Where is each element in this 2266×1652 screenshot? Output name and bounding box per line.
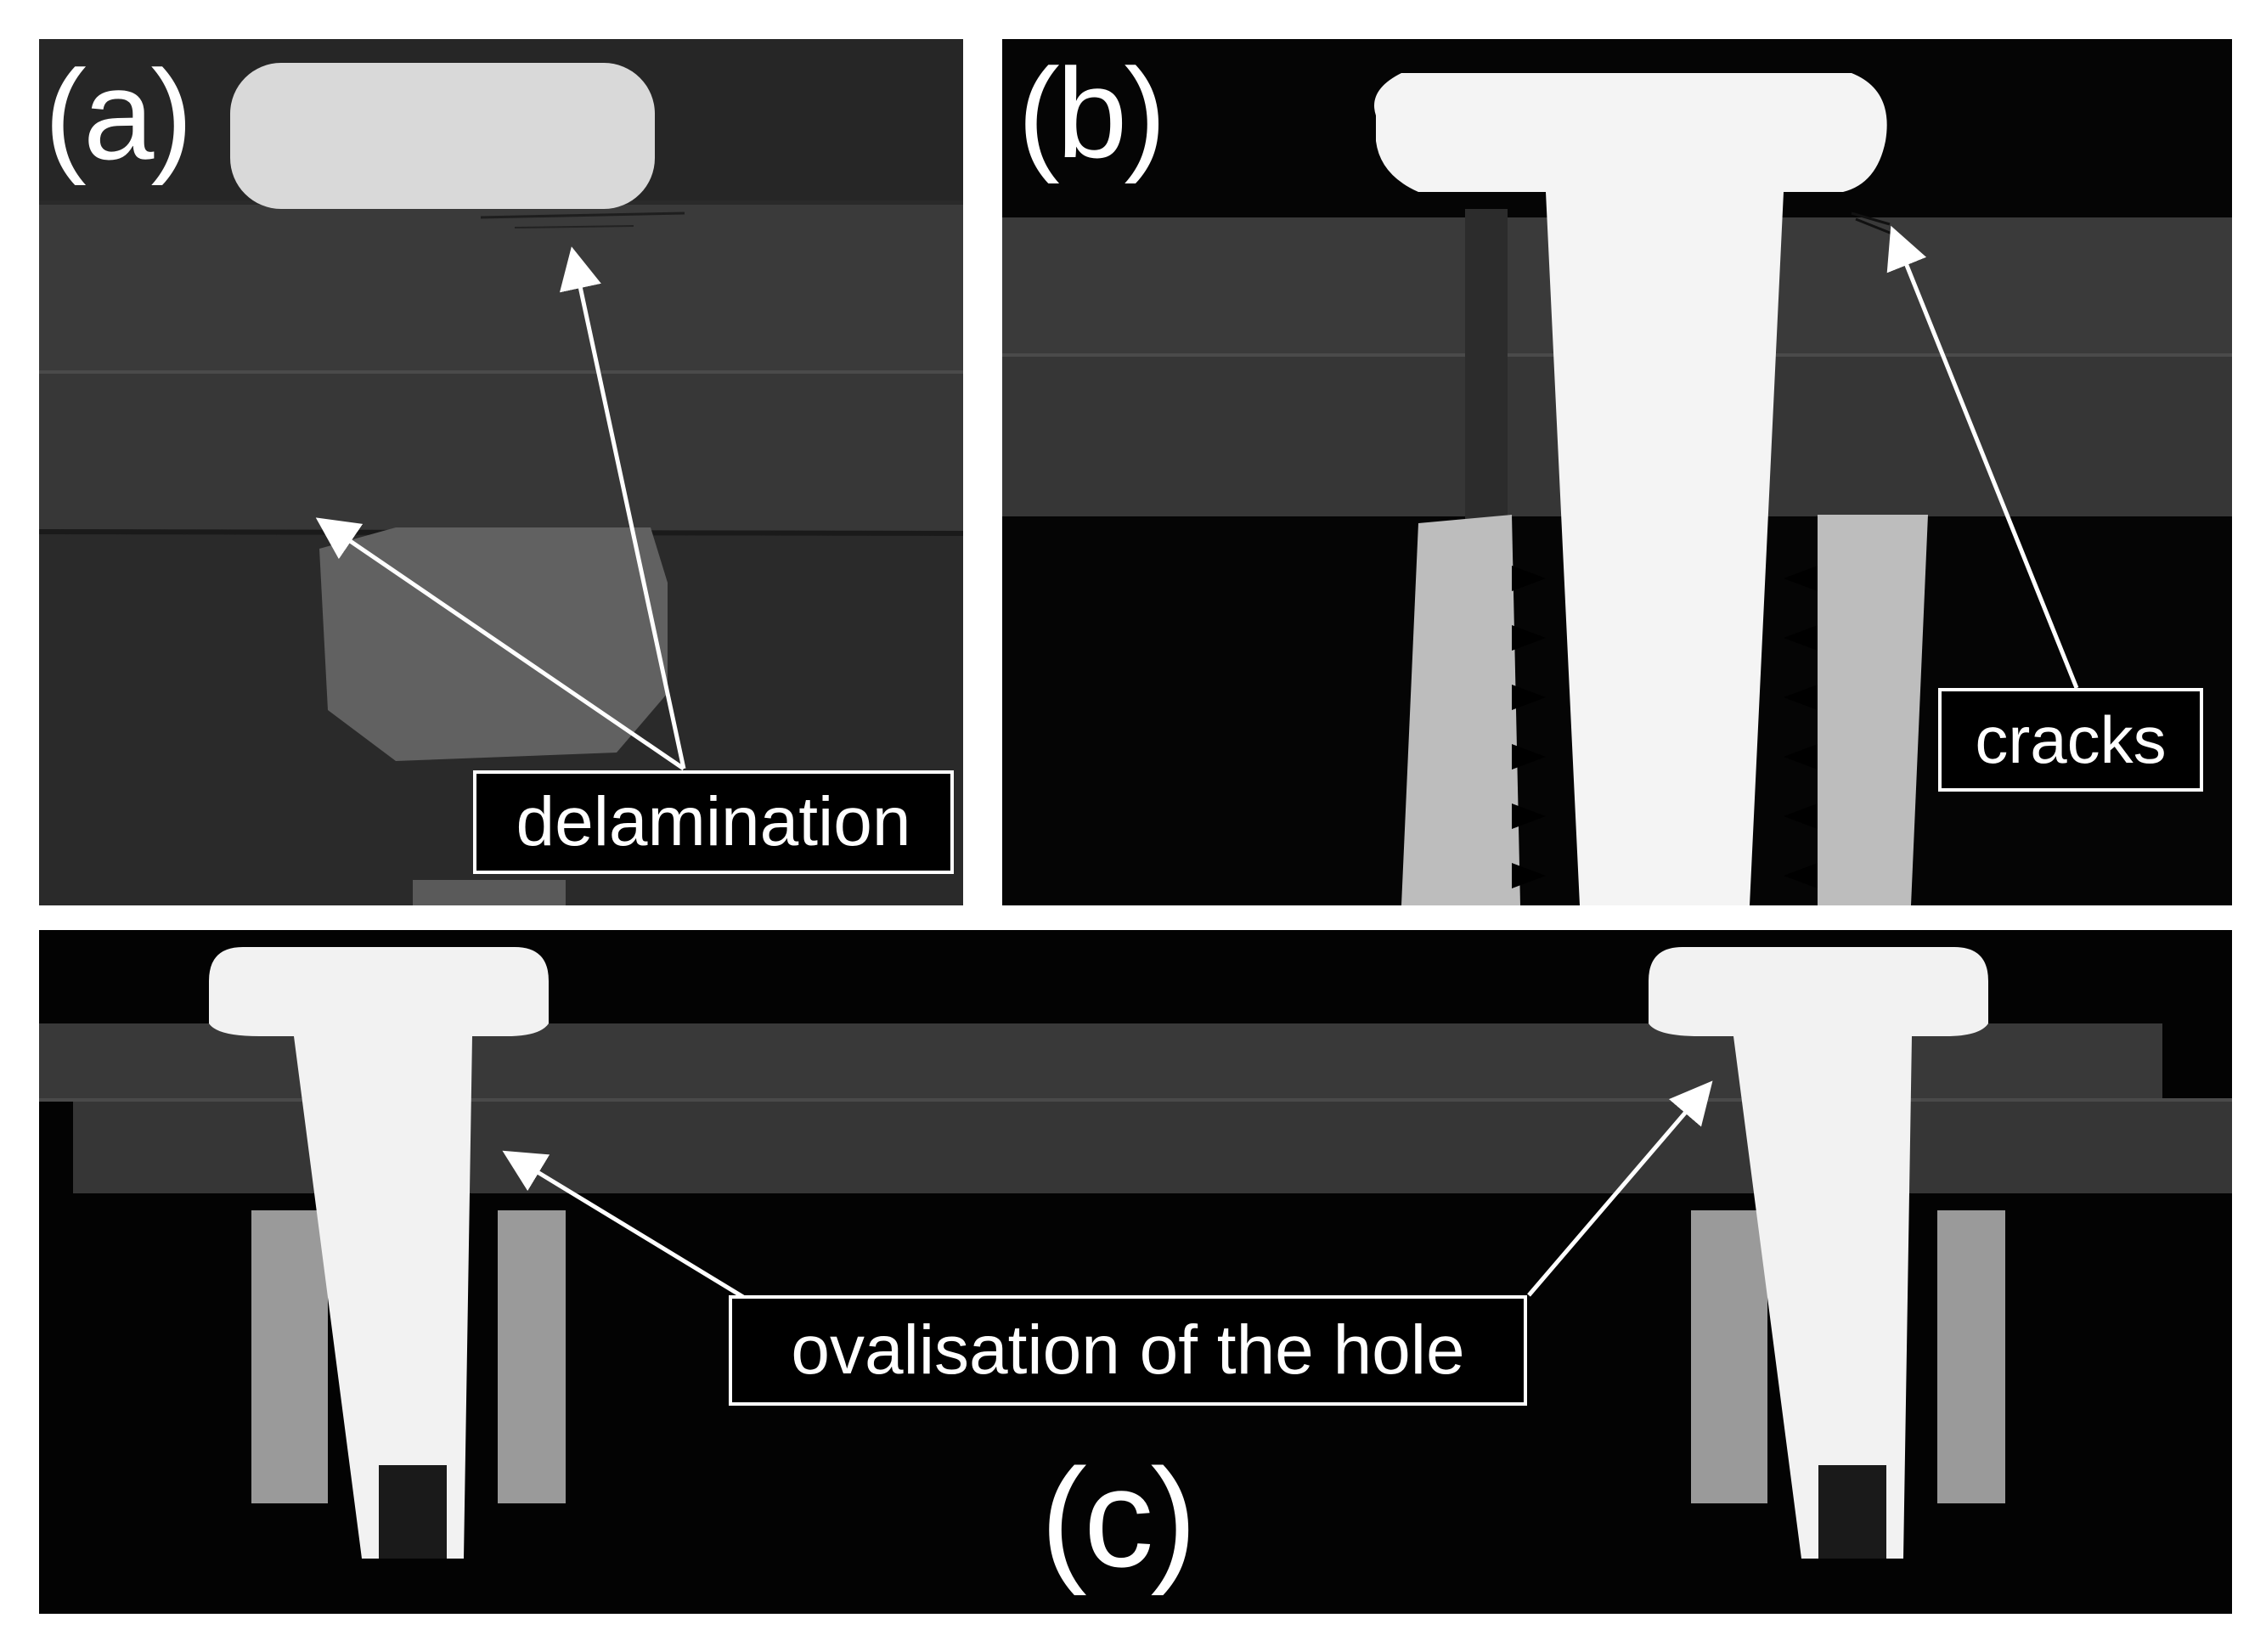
panel-label-a: (a) bbox=[44, 43, 193, 186]
callout-ovalisation: ovalisation of the hole bbox=[729, 1295, 1527, 1406]
ct-panel-a: (a) bbox=[39, 39, 963, 905]
ct-image-a bbox=[39, 39, 963, 905]
callout-cracks: cracks bbox=[1938, 688, 2203, 792]
ct-panel-c bbox=[39, 930, 2232, 1614]
panel-label-c: (c) bbox=[1040, 1440, 1197, 1596]
ct-image-c bbox=[39, 930, 2232, 1614]
panel-label-b: (b) bbox=[1017, 42, 1166, 184]
callout-delamination: delamination bbox=[473, 770, 954, 874]
